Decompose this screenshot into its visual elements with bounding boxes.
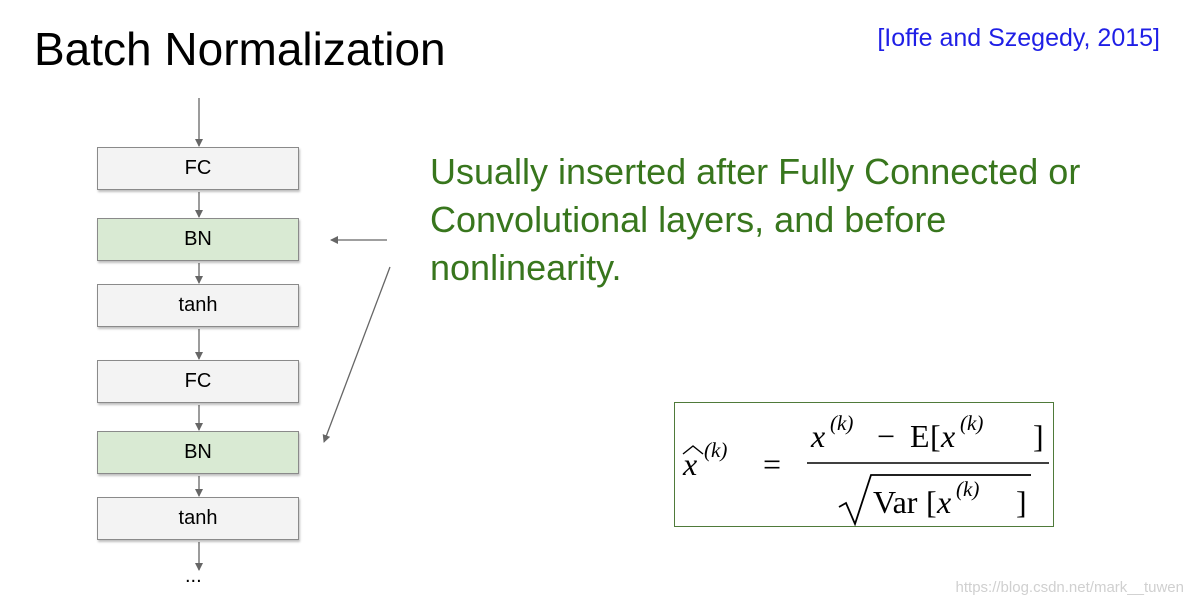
expectation-superscript: (k) xyxy=(960,411,983,435)
sqrt-sign xyxy=(838,474,1031,527)
lhs-superscript: (k) xyxy=(704,438,727,462)
layer-bn-2: BN xyxy=(97,431,299,474)
variance-operator: Var xyxy=(873,484,918,520)
expectation-symbol: E xyxy=(910,418,930,454)
watermark: https://blog.csdn.net/mark__tuwen xyxy=(955,579,1184,596)
layer-fc-2: FC xyxy=(97,360,299,403)
expectation-close-bracket: ] xyxy=(1033,418,1044,454)
minus-sign: − xyxy=(877,418,895,454)
layer-tanh-1: tanh xyxy=(97,284,299,327)
pointer-arrow-bn-2 xyxy=(322,266,391,443)
variance-variable: x xyxy=(936,484,951,520)
layer-tanh-2: tanh xyxy=(97,497,299,540)
continuation-ellipsis: ... xyxy=(185,565,202,587)
equals-sign: = xyxy=(763,446,781,482)
expectation-variable: x xyxy=(940,418,955,454)
citation: [Ioffe and Szegedy, 2015] xyxy=(877,24,1160,52)
lhs-variable: x xyxy=(682,446,697,482)
usage-note: Usually inserted after Fully Connected o… xyxy=(430,151,1081,288)
numerator-superscript: (k) xyxy=(830,411,853,435)
layer-bn-1: BN xyxy=(97,218,299,261)
variance-close-bracket: ] xyxy=(1016,484,1027,520)
expectation-open-bracket: [ xyxy=(930,418,941,454)
hat-accent xyxy=(682,445,704,455)
numerator-variable: x xyxy=(810,418,825,454)
normalization-formula: x (k) = x (k) − E [ x (k) ] Var [ x (k) … xyxy=(674,402,1054,527)
variance-open-bracket: [ xyxy=(926,484,937,520)
slide-title: Batch Normalization xyxy=(34,23,446,75)
layer-fc-1: FC xyxy=(97,147,299,190)
variance-superscript: (k) xyxy=(956,477,979,501)
